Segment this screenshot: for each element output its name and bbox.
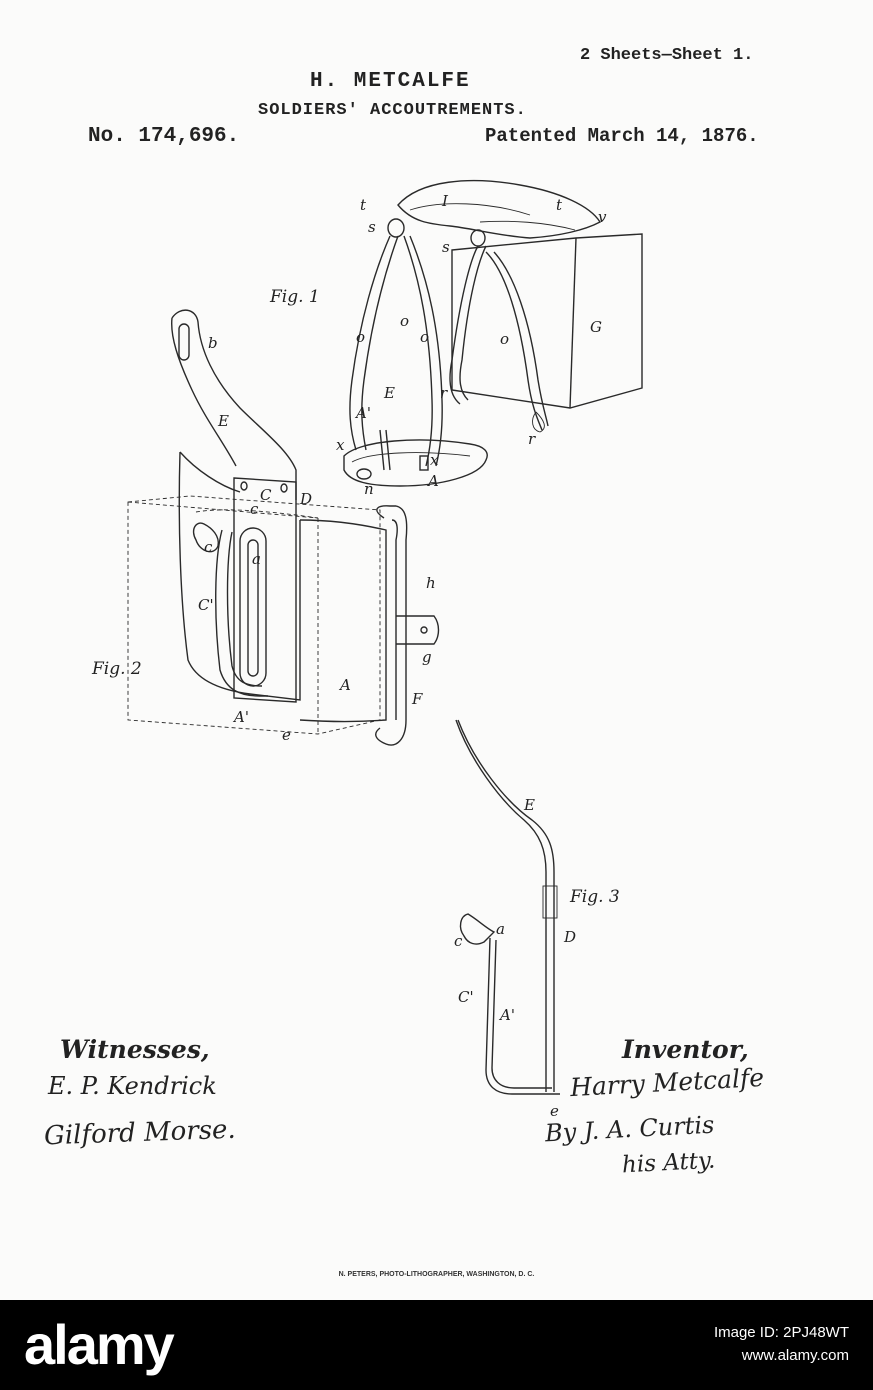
ref-letter-s: s <box>442 238 450 256</box>
figure-2-box: b E c C D c a C' h g A F A' e Fig. 2 <box>91 309 440 746</box>
figure-3-section: E c a D C' A' e Fig. 3 <box>454 719 620 1120</box>
ref-letter-C-prime: C' <box>198 596 214 614</box>
alamy-logo: alamy <box>24 1313 175 1376</box>
ref-letter-A-prime: A' <box>354 404 371 422</box>
ref-letter-C-prime: C' <box>458 988 474 1006</box>
ref-letter-o: o <box>356 328 365 346</box>
printer-credit: N. PETERS, PHOTO-LITHOGRAPHER, WASHINGTO… <box>338 1271 535 1278</box>
ref-letter-g: g <box>422 648 432 666</box>
ref-letter-b: b <box>208 334 218 352</box>
patent-date: Patented March 14, 1876. <box>485 125 759 147</box>
patent-drawing: t s I t v s G o o o o r r E A' x x n A F… <box>91 179 643 1120</box>
image-id: Image ID: 2PJ48WT <box>713 1324 849 1341</box>
ref-letter-r: r <box>440 384 448 402</box>
inventor-label: Inventor, <box>622 1035 749 1064</box>
ref-letter-C: C <box>260 486 272 504</box>
attorney-role: his Atty. <box>621 1147 716 1179</box>
watermark-bar <box>0 1300 873 1390</box>
ref-letter-o: o <box>420 328 429 346</box>
sheet-number: 2 Sheets—Sheet 1. <box>580 46 754 65</box>
ref-letter-t: t <box>556 196 563 214</box>
witness-signature-1: E. P. Kendrick <box>48 1072 217 1100</box>
ref-letter-A: A <box>338 676 351 694</box>
patent-sheet: 2 Sheets—Sheet 1. H. METCALFE SOLDIERS' … <box>43 46 765 1278</box>
ref-letter-a: a <box>496 920 505 938</box>
ref-letter-o: o <box>500 330 509 348</box>
ref-letter-G: G <box>590 318 602 336</box>
ref-letter-A: A <box>426 472 439 490</box>
witnesses-label: Witnesses, <box>60 1035 210 1064</box>
ref-letter-D: D <box>299 490 312 508</box>
ref-letter-c: c <box>250 500 259 518</box>
ref-letter-v: v <box>598 208 607 226</box>
ref-letter-x: x <box>430 451 439 469</box>
ref-letter-E: E <box>217 412 229 430</box>
ref-letter-A-prime: A' <box>498 1006 515 1024</box>
ref-letter-s: s <box>368 218 376 236</box>
ref-letter-r: r <box>528 430 536 448</box>
ref-letter-A-prime: A' <box>232 708 249 726</box>
inventor-name: H. METCALFE <box>310 70 471 93</box>
figure-3-label: Fig. 3 <box>569 887 620 907</box>
ref-letter-e: e <box>282 726 291 744</box>
ref-letter-F: F <box>411 690 423 708</box>
ref-letter-t: t <box>360 196 367 214</box>
patent-number: No. 174,696. <box>88 125 240 148</box>
site-url: www.alamy.com <box>741 1347 849 1364</box>
ref-letter-c: c <box>204 538 213 556</box>
ref-letter-E: E <box>383 384 395 402</box>
ref-letter-I: I <box>441 192 449 210</box>
ref-letter-e: e <box>550 1102 559 1120</box>
ref-letter-o: o <box>400 312 409 330</box>
figure-1-harness: t s I t v s G o o o o r r E A' x x n A F… <box>269 179 643 498</box>
ref-letter-n: n <box>364 480 374 498</box>
figure-1-label: Fig. 1 <box>269 287 320 307</box>
ref-letter-a: a <box>252 550 261 568</box>
patent-title: SOLDIERS' ACCOUTREMENTS. <box>258 101 527 120</box>
stock-image-info: Image ID: 2PJ48WT www.alamy.com <box>714 1321 849 1367</box>
figure-2-label: Fig. 2 <box>91 659 142 679</box>
ref-letter-D: D <box>563 928 576 946</box>
ref-letter-h: h <box>426 574 436 592</box>
ref-letter-x: x <box>336 436 345 454</box>
ref-letter-E: E <box>523 796 535 814</box>
ref-letter-c: c <box>454 932 463 950</box>
